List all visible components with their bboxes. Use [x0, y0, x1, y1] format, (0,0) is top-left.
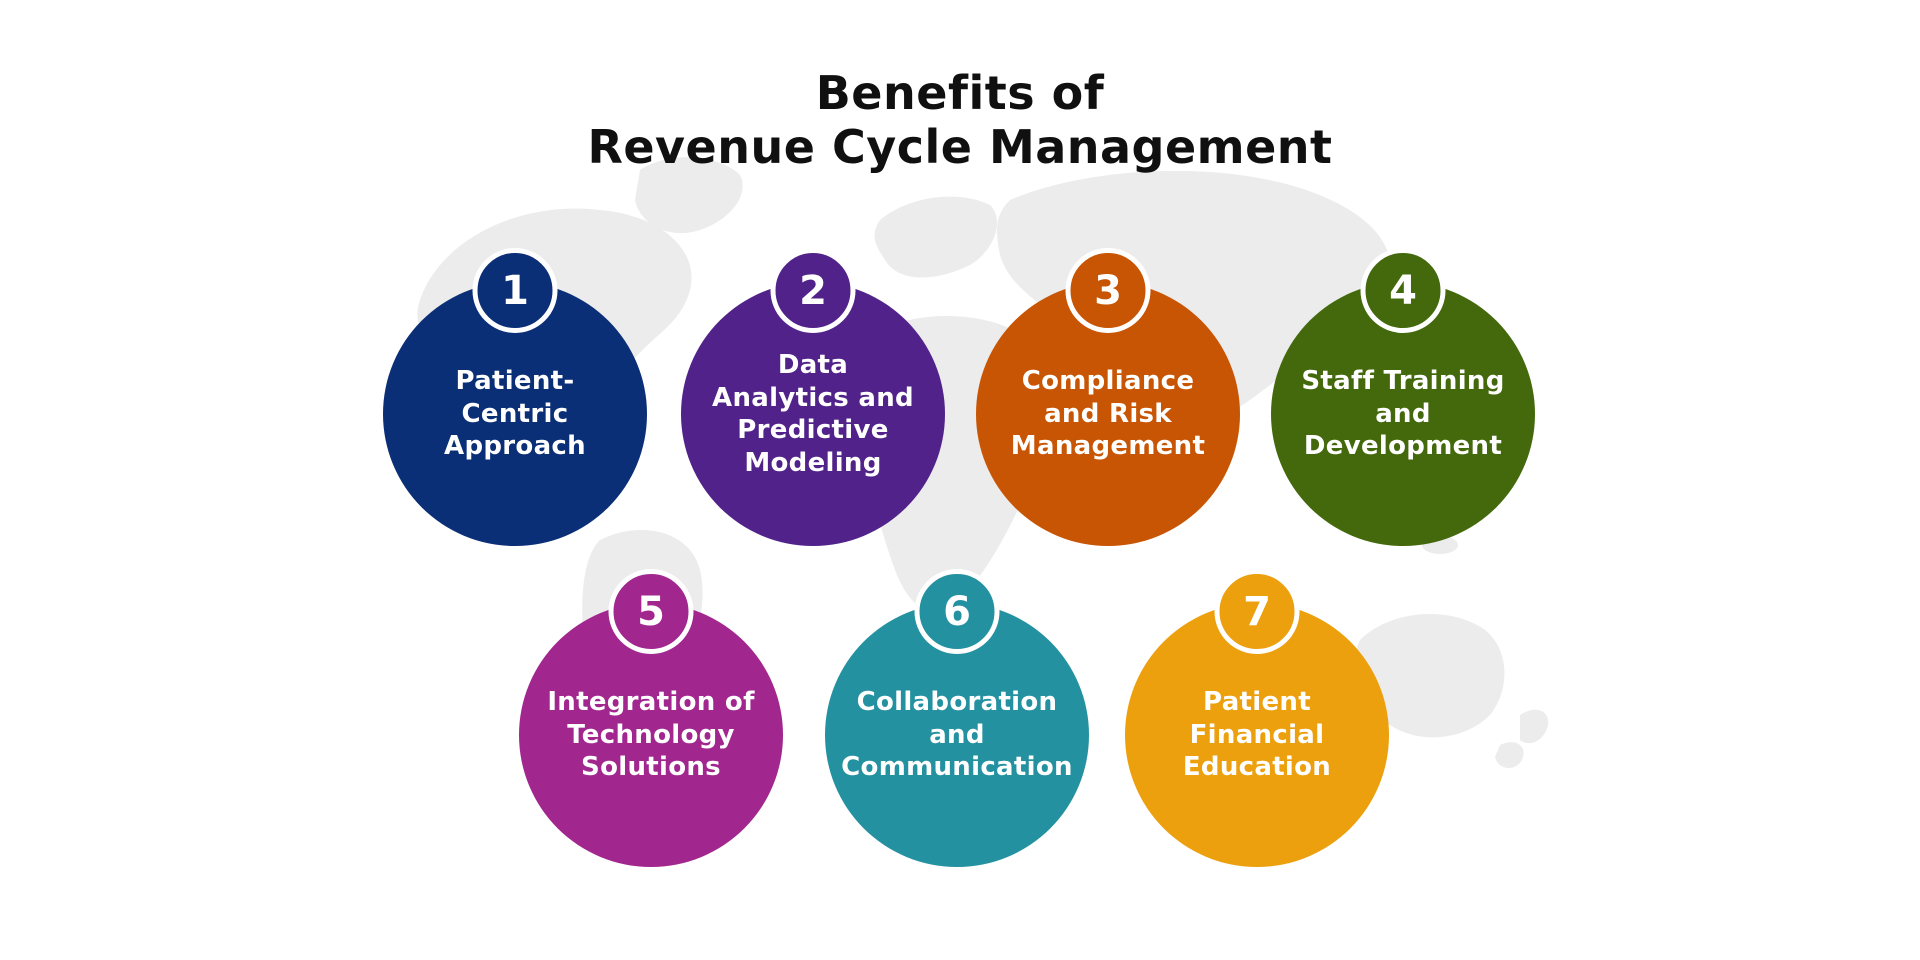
benefit-number-4: 4	[1389, 267, 1417, 314]
benefit-bubble-6: 6 Collaboration and Communication	[825, 569, 1089, 867]
benefit-label-6: Collaboration and Communication	[841, 687, 1073, 783]
benefit-bubble-7: 7 Patient Financial Education	[1125, 569, 1389, 867]
benefit-number-badge-1: 1	[472, 248, 558, 333]
benefit-number-badge-2: 2	[770, 248, 856, 333]
benefit-label-5: Integration of Technology Solutions	[547, 687, 755, 783]
benefit-number-badge-6: 6	[914, 569, 1000, 654]
benefit-bubble-3: 3 Compliance and Risk Management	[976, 248, 1240, 546]
benefit-number-7: 7	[1243, 588, 1271, 635]
page-title: Benefits of Revenue Cycle Management	[0, 66, 1920, 175]
benefit-number-badge-5: 5	[608, 569, 694, 654]
benefit-label-4: Staff Training and Development	[1301, 366, 1505, 462]
benefit-number-badge-4: 4	[1360, 248, 1446, 333]
page-title-line1: Benefits of	[815, 66, 1105, 120]
benefit-bubble-2: 2 Data Analytics and Predictive Modeling	[681, 248, 945, 546]
benefit-number-badge-7: 7	[1214, 569, 1300, 654]
benefit-label-7: Patient Financial Education	[1182, 687, 1332, 783]
benefit-number-6: 6	[943, 588, 971, 635]
benefit-label-1: Patient- Centric Approach	[444, 366, 586, 462]
benefit-label-3: Compliance and Risk Management	[1010, 366, 1206, 462]
benefit-label-2: Data Analytics and Predictive Modeling	[712, 350, 914, 478]
benefit-number-3: 3	[1094, 267, 1122, 314]
benefit-bubble-1: 1 Patient- Centric Approach	[383, 248, 647, 546]
benefit-number-1: 1	[501, 267, 529, 314]
benefit-number-2: 2	[799, 267, 827, 314]
benefit-bubble-5: 5 Integration of Technology Solutions	[519, 569, 783, 867]
page-title-line2: Revenue Cycle Management	[587, 120, 1333, 175]
benefit-number-5: 5	[637, 588, 665, 635]
benefit-number-badge-3: 3	[1065, 248, 1151, 333]
benefit-bubble-4: 4 Staff Training and Development	[1271, 248, 1535, 546]
